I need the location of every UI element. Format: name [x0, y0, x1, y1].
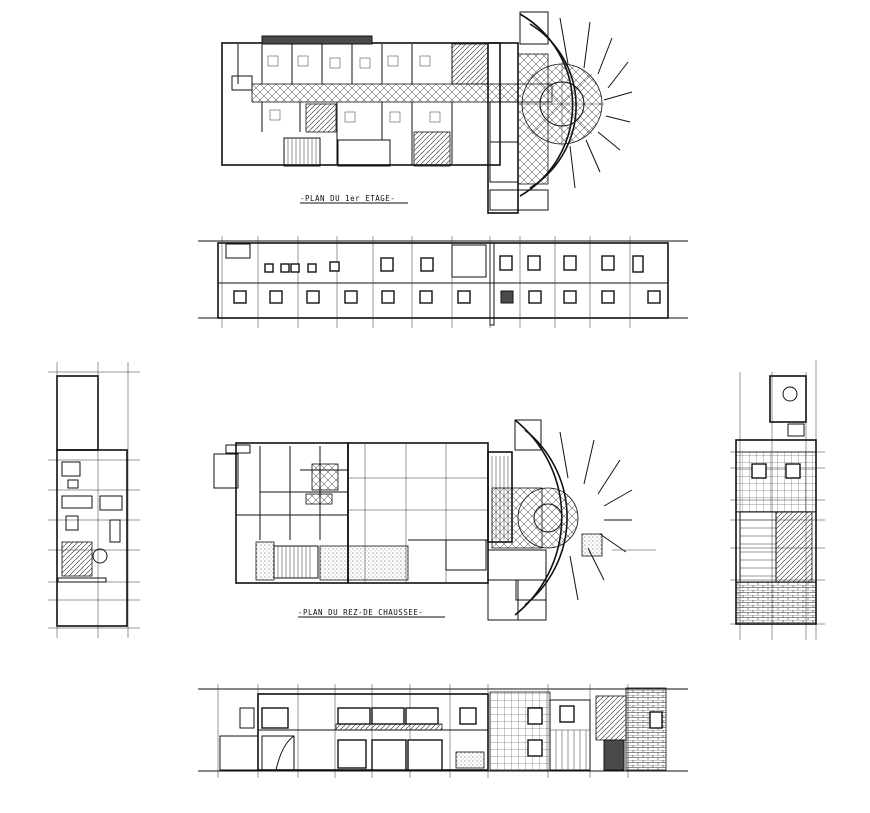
- rear-elevation: [198, 684, 688, 778]
- left-side-elevation: [48, 362, 140, 638]
- first-floor-plan: [221, 11, 633, 214]
- right-side-elevation: [730, 360, 825, 640]
- first-floor-plan-title: -PLAN DU 1er ETAGE-: [300, 194, 395, 203]
- front-elevation: [198, 236, 688, 328]
- ground-floor-plan-title: -PLAN DU REZ-DE CHAUSSEE-: [298, 608, 423, 617]
- ground-floor-plan: [213, 419, 656, 621]
